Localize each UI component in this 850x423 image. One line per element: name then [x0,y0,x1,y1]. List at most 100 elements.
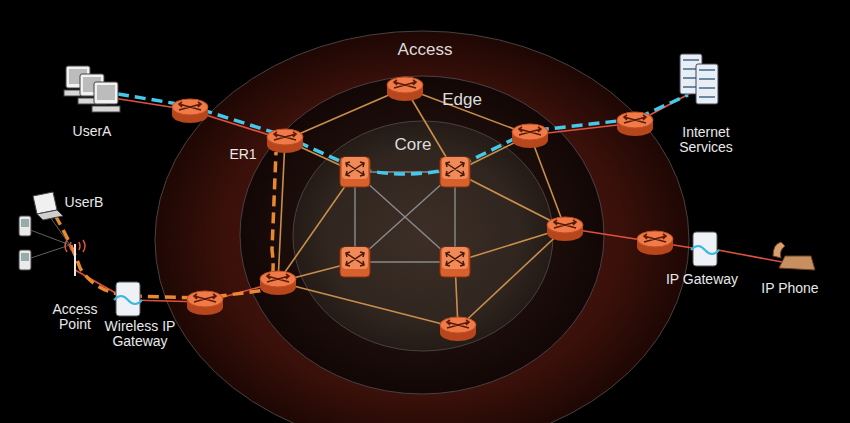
gateway-wave [691,246,719,254]
router-icon [267,129,303,153]
device-label: Internet Services [666,125,746,155]
router-icon [512,124,548,148]
device-label: IP Gateway [666,272,738,287]
edge-link [278,140,285,282]
router-icon [187,291,223,315]
handheld-icon [19,216,31,236]
switch-top [442,247,468,269]
switch-body [340,157,370,187]
server-slot [699,96,715,98]
core-ring: Core [292,120,554,352]
access-link [718,250,782,262]
router-icon [637,231,673,255]
switch-top [342,247,368,269]
computer-icon [92,82,120,112]
edge-link [278,282,458,328]
zone-label: Core [395,135,432,155]
wireless-link [25,228,70,245]
switch-body [340,247,370,277]
router-arrows [267,274,289,282]
core-link [355,172,455,262]
router-top [187,291,223,307]
device-label: UserA [73,124,112,139]
edge-link [285,88,405,140]
handheld-screen [21,219,29,227]
core-link [355,172,455,262]
router-icon [440,317,476,341]
router-icon [387,77,423,101]
switch-top [442,157,468,179]
router-top [260,271,296,287]
server-slot [699,69,715,71]
switch-icon [440,157,470,187]
edge-link [458,228,565,328]
router-arrows [554,220,576,228]
switch-body [440,157,470,187]
router-arrows [394,80,416,88]
router-top [512,124,548,140]
router-label: ER1 [229,147,256,162]
switch-icon [340,247,370,277]
router-top [172,99,208,115]
router-icon [617,112,653,136]
edge-link [530,135,565,228]
gateway-icon [114,282,142,316]
laptop-base [37,210,63,220]
handheld-icon [19,250,31,270]
router-icon [172,99,208,123]
wireless-link [25,245,70,260]
switch-icon [440,247,470,277]
monitor [94,82,118,104]
router-top [267,129,303,145]
handheld-screen [21,253,29,261]
server-slot [683,59,699,61]
keyboard [92,106,120,112]
switch-arrows [446,162,464,176]
router-icon [547,217,583,241]
zone-label: Access [398,40,453,60]
router-top [617,112,653,128]
router-arrows [274,132,296,140]
router-arrows [447,320,469,328]
router-icon [260,271,296,295]
switch-arrows [346,162,364,176]
screen [97,85,115,100]
gateway-wave [114,296,142,304]
router-arrows [194,294,216,302]
device-label: Wireless IP Gateway [100,319,180,349]
router-top [387,77,423,93]
router-top [440,317,476,333]
router-arrows [624,115,646,123]
router-top [547,217,583,233]
device-label: Access Point [45,302,105,332]
server-slot [699,87,715,89]
router-arrows [644,234,666,242]
phone-base [779,256,815,270]
laptop-icon [33,192,63,220]
ring-ellipse [240,76,604,394]
gateway-icon [691,232,719,266]
phone-icon [773,242,815,270]
phone-handset [773,242,785,258]
device-label: UserB [65,195,104,210]
core-ring-outline [292,120,554,352]
switch-body [440,247,470,277]
userb-path [55,152,276,298]
server-slot [699,78,715,80]
router-arrows [179,102,201,110]
switch-arrows [346,252,364,266]
ring-ellipse [155,31,689,423]
server-icon [696,64,718,104]
device-label: IP Phone [761,281,818,296]
router-top [637,231,673,247]
ring-ellipse [293,121,553,351]
antenna [74,244,76,276]
edge-link [455,172,565,228]
usera-path [118,94,688,174]
switch-icon [340,157,370,187]
switch-top [342,157,368,179]
switch-arrows [446,252,464,266]
server-case [696,64,718,104]
